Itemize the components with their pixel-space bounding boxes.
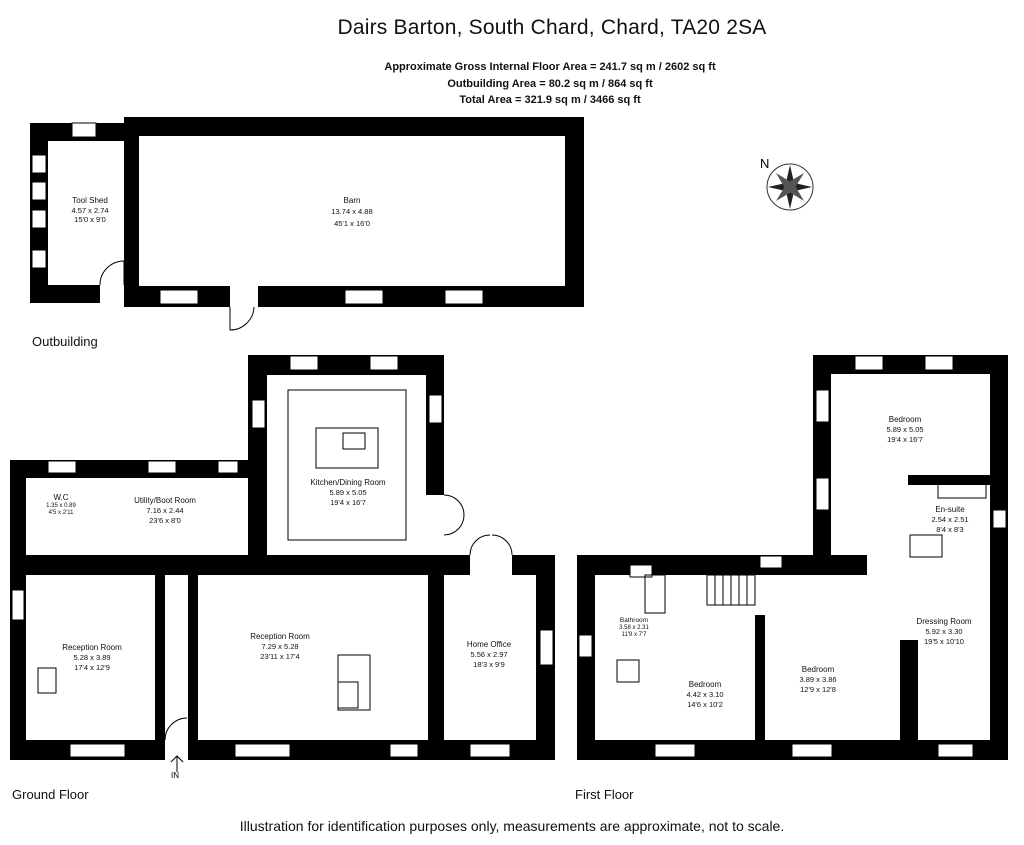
barn-name: Barn — [344, 196, 361, 205]
ensuite-metric: 2.54 x 2.51 — [931, 515, 968, 524]
reception-left-name: Reception Room — [62, 643, 122, 652]
reception-left-imperial: 17'4 x 12'9 — [74, 663, 110, 672]
home-office-name: Home Office — [467, 640, 512, 649]
bedroom-top-imperial: 19'4 x 16'7 — [887, 435, 923, 444]
bathroom-metric: 3.58 x 2.31 — [619, 625, 649, 631]
bedroom-top-name: Bedroom — [889, 415, 922, 424]
utility-imperial: 23'6 x 8'0 — [149, 516, 181, 525]
kitchen-name: Kitchen/Dining Room — [310, 478, 385, 487]
kitchen-metric: 5.89 x 5.05 — [329, 488, 366, 497]
tool-shed-imperial: 15'0 x 9'0 — [74, 215, 106, 224]
compass-icon — [766, 163, 814, 211]
reception-main-name: Reception Room — [250, 632, 310, 641]
home-office-imperial: 18'3 x 9'9 — [473, 660, 505, 669]
reception-left-metric: 5.28 x 3.89 — [73, 653, 110, 662]
dressing-room-metric: 5.92 x 3.30 — [925, 627, 962, 636]
bedroom-top-metric: 5.89 x 5.05 — [886, 425, 923, 434]
wc-metric: 1.35 x 0.89 — [46, 503, 76, 509]
kitchen-imperial: 19'4 x 16'7 — [330, 498, 366, 507]
barn-imperial: 45'1 x 16'0 — [334, 219, 370, 228]
ensuite-imperial: 8'4 x 8'3 — [936, 525, 963, 534]
bedroom-left-name: Bedroom — [689, 680, 722, 689]
bedroom-mid-metric: 3.89 x 3.86 — [799, 675, 836, 684]
bedroom-left-metric: 4.42 x 3.10 — [686, 690, 723, 699]
first-floor-plan — [577, 355, 1008, 760]
outbuilding-area-text: Outbuilding Area = 80.2 sq m / 864 sq ft — [447, 78, 653, 90]
utility-name: Utility/Boot Room — [134, 496, 196, 505]
utility-metric: 7.16 x 2.44 — [146, 506, 183, 515]
dressing-room-name: Dressing Room — [916, 617, 971, 626]
reception-main-imperial: 23'11 x 17'4 — [260, 652, 299, 661]
ground-floor-label: Ground Floor — [12, 787, 89, 802]
wc-name: W.C — [53, 493, 68, 502]
bathroom-name: Bathroom — [620, 617, 648, 624]
reception-main-metric: 7.29 x 5.28 — [261, 642, 298, 651]
entrance-label: IN — [171, 771, 179, 780]
total-area-text: Total Area = 321.9 sq m / 3466 sq ft — [459, 94, 641, 106]
bedroom-left-imperial: 14'6 x 10'2 — [687, 700, 723, 709]
barn-metric: 13.74 x 4.88 — [331, 207, 372, 216]
compass-north-label: N — [760, 156, 769, 171]
tool-shed-metric: 4.57 x 2.74 — [71, 206, 108, 215]
gross-area-text: Approximate Gross Internal Floor Area = … — [384, 61, 716, 73]
plan-title: Dairs Barton, South Chard, Chard, TA20 2… — [337, 16, 767, 39]
dressing-room-imperial: 19'5 x 10'10 — [924, 637, 964, 646]
bathroom-imperial: 11'9 x 7'7 — [622, 632, 648, 638]
outbuilding-label: Outbuilding — [32, 334, 98, 349]
ground-floor-plan — [10, 355, 555, 772]
home-office-metric: 5.56 x 2.97 — [470, 650, 507, 659]
first-floor-label: First Floor — [575, 787, 634, 802]
bedroom-mid-imperial: 12'9 x 12'8 — [800, 685, 836, 694]
tool-shed-name: Tool Shed — [72, 196, 108, 205]
bedroom-mid-name: Bedroom — [802, 665, 835, 674]
wc-imperial: 4'5 x 2'11 — [49, 510, 75, 516]
ensuite-name: En-suite — [935, 505, 965, 514]
disclaimer-footnote: Illustration for identification purposes… — [239, 818, 785, 834]
outbuilding-plan — [30, 117, 584, 331]
